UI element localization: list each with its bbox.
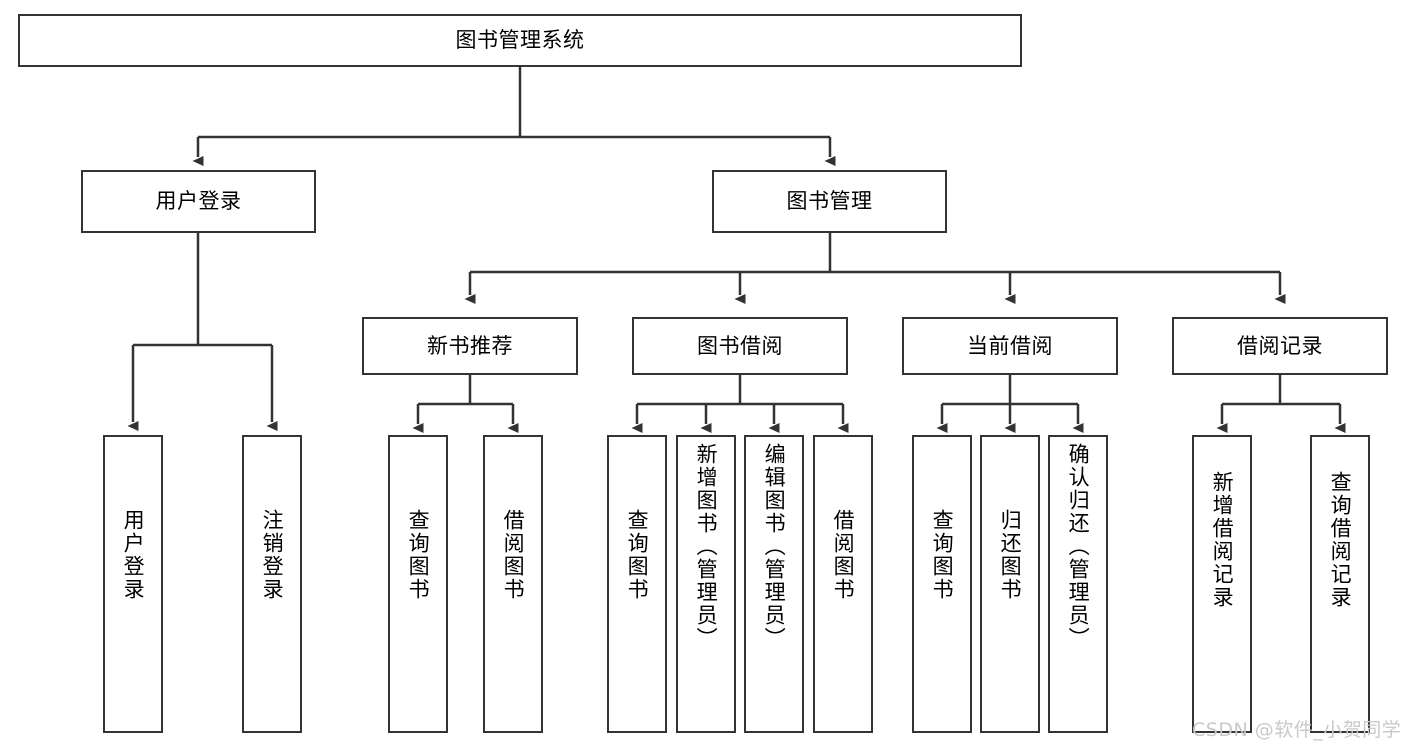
- leaf-query-book-1-label: 查询图书: [406, 509, 431, 601]
- leaf-add-book[interactable]: 新增图书（管理员）: [676, 435, 736, 733]
- node-user-login[interactable]: 用户登录: [81, 170, 316, 233]
- leaf-borrow-book-1[interactable]: 借阅图书: [483, 435, 543, 733]
- leaf-query-record[interactable]: 查询借阅记录: [1310, 435, 1370, 733]
- leaf-edit-book-label: 编辑图书（管理员）: [762, 443, 787, 650]
- node-root[interactable]: 图书管理系统: [18, 14, 1022, 67]
- leaf-query-book-2-label: 查询图书: [625, 509, 650, 601]
- leaf-borrow-book-2[interactable]: 借阅图书: [813, 435, 873, 733]
- leaf-confirm-return-label: 确认归还（管理员）: [1066, 443, 1091, 650]
- leaf-borrow-book-2-label: 借阅图书: [831, 509, 856, 601]
- leaf-borrow-book-1-label: 借阅图书: [501, 509, 526, 601]
- node-new-book-recommend-label: 新书推荐: [427, 333, 513, 358]
- leaf-add-record[interactable]: 新增借阅记录: [1192, 435, 1252, 733]
- node-current-borrow-label: 当前借阅: [967, 333, 1053, 358]
- leaf-add-book-label: 新增图书（管理员）: [694, 443, 719, 650]
- node-new-book-recommend[interactable]: 新书推荐: [362, 317, 578, 375]
- node-root-label: 图书管理系统: [455, 28, 585, 53]
- leaf-add-record-label: 新增借阅记录: [1210, 471, 1235, 609]
- leaf-user-login-label: 用户登录: [121, 509, 146, 601]
- leaf-return-book[interactable]: 归还图书: [980, 435, 1040, 733]
- leaf-query-book-3-label: 查询图书: [930, 509, 955, 601]
- leaf-query-book-2[interactable]: 查询图书: [607, 435, 667, 733]
- node-borrow-record-label: 借阅记录: [1237, 333, 1323, 358]
- node-book-manage[interactable]: 图书管理: [712, 170, 947, 233]
- node-borrow-record[interactable]: 借阅记录: [1172, 317, 1388, 375]
- leaf-user-login[interactable]: 用户登录: [103, 435, 163, 733]
- leaf-logout-label: 注销登录: [260, 509, 285, 601]
- node-current-borrow[interactable]: 当前借阅: [902, 317, 1118, 375]
- leaf-query-book-3[interactable]: 查询图书: [912, 435, 972, 733]
- leaf-query-record-label: 查询借阅记录: [1328, 471, 1353, 609]
- leaf-edit-book[interactable]: 编辑图书（管理员）: [744, 435, 804, 733]
- node-user-login-label: 用户登录: [155, 189, 242, 214]
- leaf-query-book-1[interactable]: 查询图书: [388, 435, 448, 733]
- leaf-confirm-return[interactable]: 确认归还（管理员）: [1048, 435, 1108, 733]
- leaf-logout[interactable]: 注销登录: [242, 435, 302, 733]
- leaf-return-book-label: 归还图书: [998, 509, 1023, 601]
- node-book-manage-label: 图书管理: [786, 189, 873, 214]
- csdn-watermark: CSDN @软件_小贺同学: [1192, 719, 1402, 741]
- node-book-borrow-label: 图书借阅: [697, 333, 783, 358]
- node-book-borrow[interactable]: 图书借阅: [632, 317, 848, 375]
